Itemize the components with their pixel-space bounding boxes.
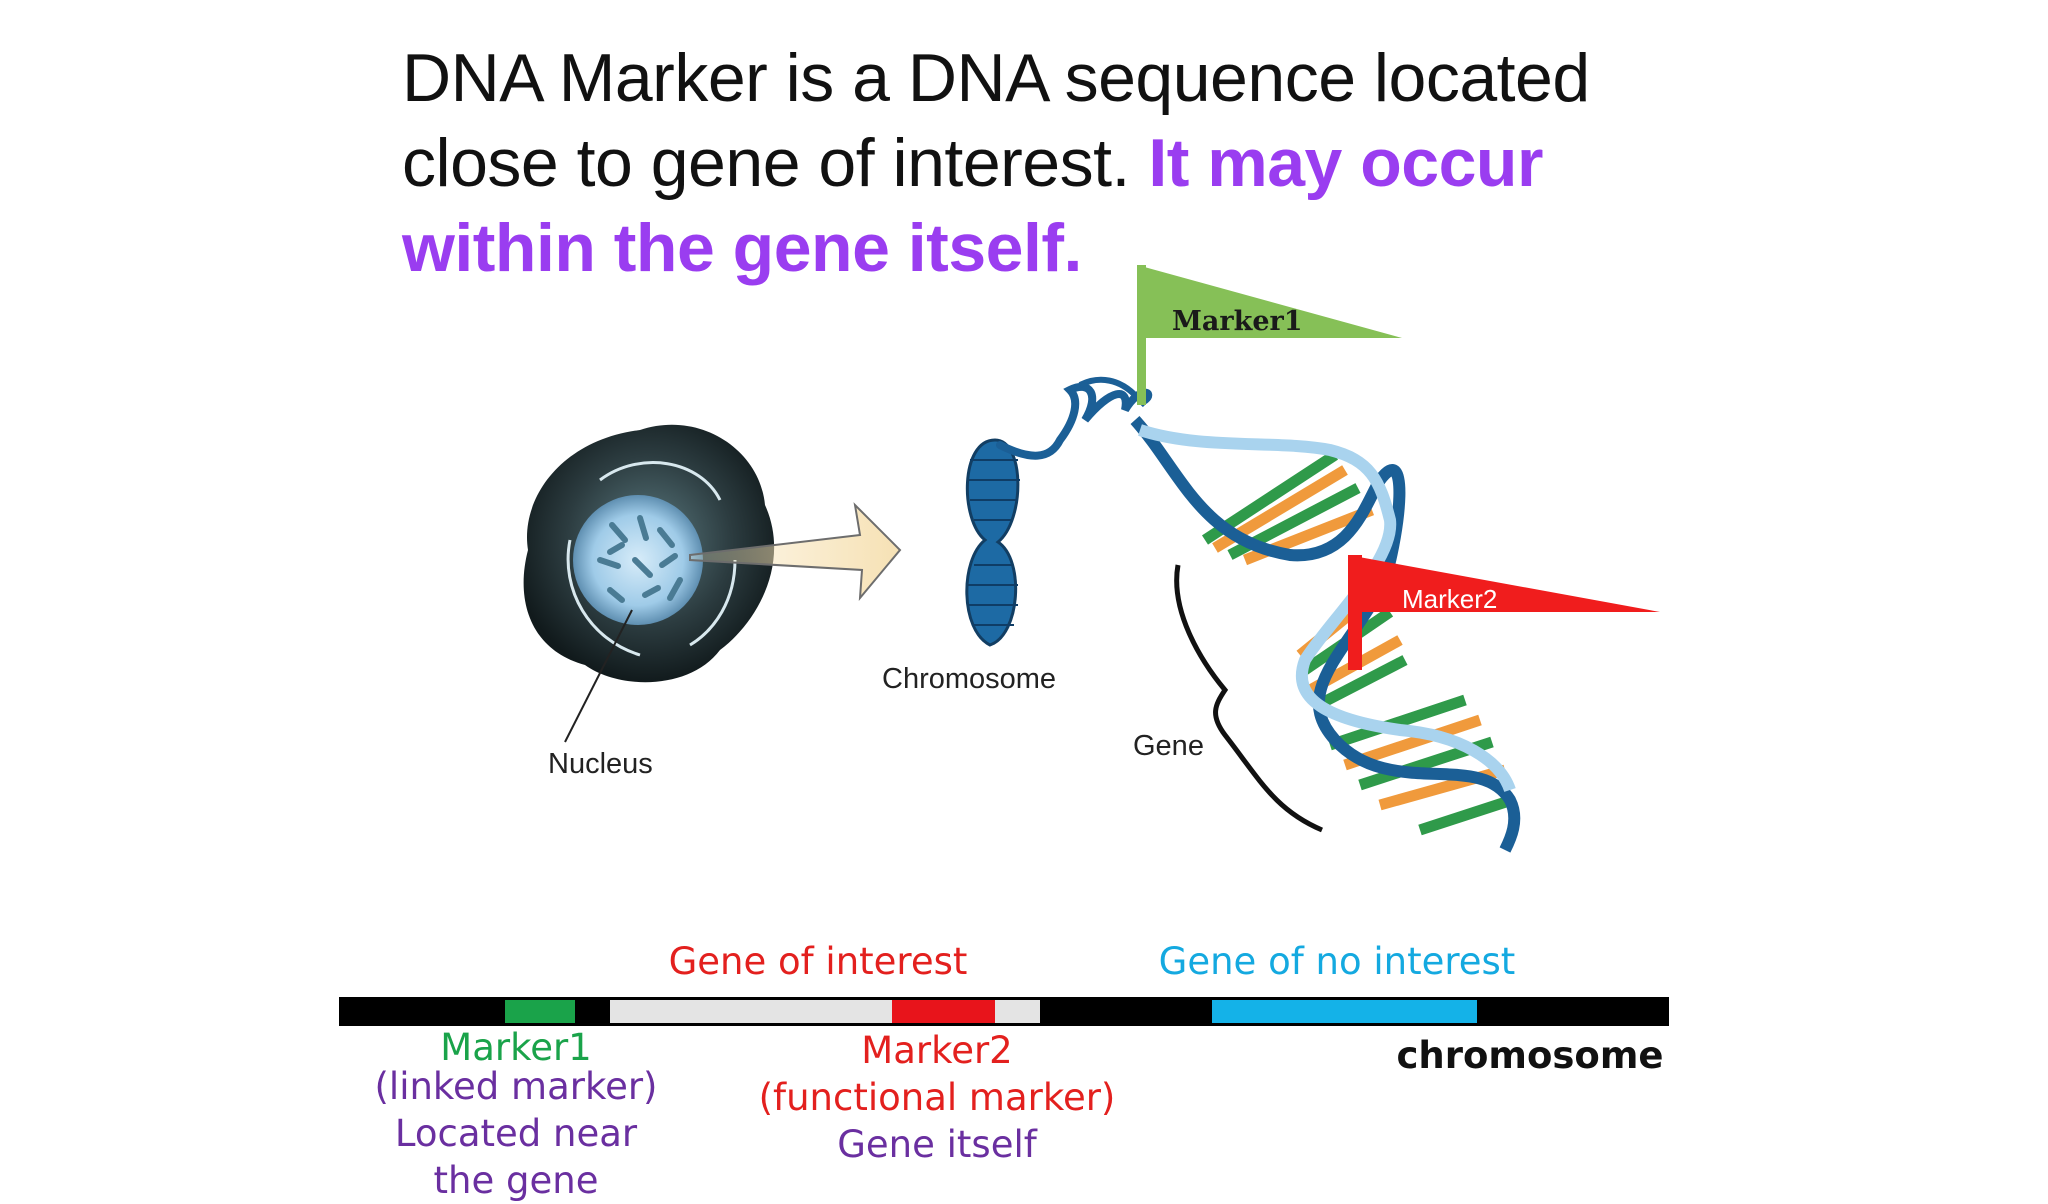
marker2-name: Marker2 [861,1029,1013,1072]
chromosome-label: Chromosome [882,663,1056,695]
marker2-flag-label: Marker2 [1402,584,1497,614]
gene-of-no-interest-segment [1212,1000,1477,1023]
marker1-name: Marker1 [440,1026,592,1069]
marker2-description: Marker2 (functional marker) Gene itself [737,1027,1137,1168]
cell-icon [523,424,775,743]
marker1-flag-label: Marker1 [1172,306,1303,337]
chromosome-bar [339,997,1669,1026]
marker1-description: Marker1 (linked marker) Located near the… [316,1024,716,1204]
marker2-type: (functional marker) [758,1076,1116,1119]
gene-of-interest-label: Gene of interest [669,940,968,983]
headline-highlight: It may occur within the gene itself. [402,125,1543,286]
headline-plain: DNA Marker is a DNA sequence located clo… [402,40,1590,201]
marker1-segment [505,1000,575,1023]
marker1-note: Located near the gene [394,1112,638,1202]
arrow-icon [689,502,902,602]
gene-brace-icon [1174,564,1323,833]
marker2-flag-icon: Marker2 [1348,555,1660,670]
gene-label: Gene [1133,730,1204,762]
marker1-type: (linked marker) [374,1065,658,1108]
chromosome-bar-label: chromosome [1396,1034,1663,1077]
marker1-flag-icon: Marker1 [1137,265,1402,405]
marker2-note: Gene itself [837,1123,1037,1166]
gene-of-no-interest-label: Gene of no interest [1159,940,1516,983]
headline: DNA Marker is a DNA sequence located clo… [402,36,1702,291]
marker2-segment [892,1000,995,1023]
chromosome-icon [965,376,1153,647]
nucleus-label: Nucleus [548,748,653,780]
